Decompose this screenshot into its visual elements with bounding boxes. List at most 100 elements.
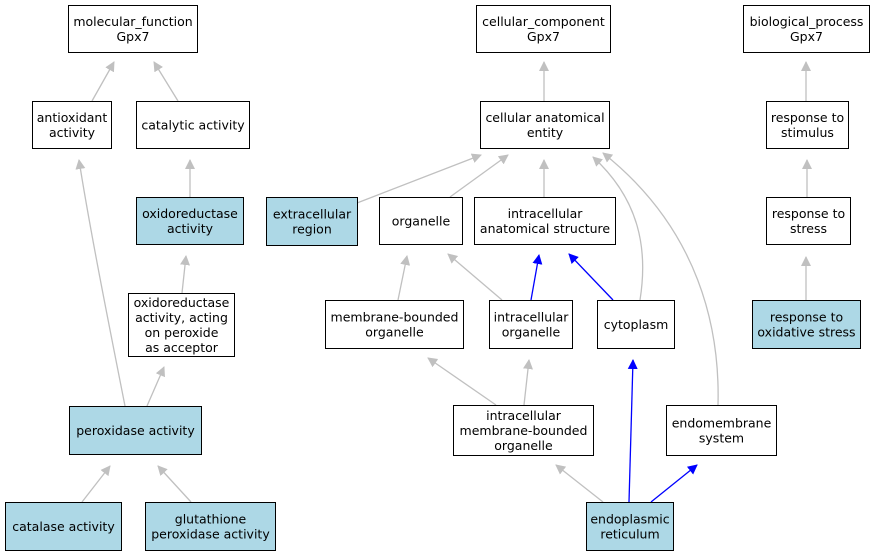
node-label-line: peroxidase activity xyxy=(151,527,270,542)
node-label-line: organelle xyxy=(392,214,451,229)
node-label-line: membrane-bounded xyxy=(460,423,588,438)
node-box xyxy=(597,300,675,349)
node-organelle[interactable]: organelle xyxy=(379,197,463,245)
edge-line xyxy=(427,357,497,406)
edge-line xyxy=(449,154,509,198)
node-label-line: extracellular xyxy=(273,207,352,222)
node-label-line: endoplasmic xyxy=(590,512,669,527)
node-label-line: response to xyxy=(771,110,844,125)
node-label-line: peroxidase activity xyxy=(76,423,195,438)
edge-line xyxy=(75,159,126,407)
node-peroxidase[interactable]: peroxidase activity xyxy=(69,406,202,455)
node-box xyxy=(666,405,777,456)
node-label-line: catalase activity xyxy=(12,519,115,534)
node-label-line: cytoplasm xyxy=(604,317,669,332)
edge-endomembrane-to-cellular-anatomical xyxy=(602,152,719,406)
edge-organelle-to-cellular-anatomical xyxy=(449,154,509,198)
node-label-line: stimulus xyxy=(781,125,834,140)
node-box xyxy=(474,197,616,245)
edge-line xyxy=(523,359,533,406)
node-box xyxy=(69,406,202,455)
edge-er-to-intra-membrane-bounded xyxy=(555,464,604,503)
node-label-line: molecular_function xyxy=(73,14,192,29)
edge-glutathione-to-peroxidase xyxy=(157,465,192,503)
nodes-layer: molecular_functionGpx7antioxidantactivit… xyxy=(5,5,870,551)
node-label-line: organelle xyxy=(494,438,553,453)
node-label-line: oxidative stress xyxy=(757,325,855,340)
edge-line xyxy=(356,153,482,204)
node-box xyxy=(136,197,244,245)
node-label-line: organelle xyxy=(365,325,424,340)
node-label-line: intracellular xyxy=(508,206,584,221)
node-catalytic[interactable]: catalytic activity xyxy=(136,101,250,149)
node-label-line: response to xyxy=(770,310,843,325)
node-label-line: Gpx7 xyxy=(117,29,150,44)
node-label-line: as acceptor xyxy=(145,340,219,355)
node-box xyxy=(145,502,276,551)
node-box xyxy=(453,405,594,456)
node-label-line: antioxidant xyxy=(37,110,108,125)
edge-antioxidant-to-molecular-function xyxy=(91,61,115,102)
node-label-line: cellular anatomical xyxy=(485,110,604,125)
edge-intra-membrane-bounded-to-membrane-bounded xyxy=(427,357,497,406)
node-label-line: response to xyxy=(772,206,845,221)
node-label-line: intracellular xyxy=(494,310,570,325)
edge-line xyxy=(602,152,719,406)
node-box xyxy=(586,502,674,551)
edge-oxido-peroxide-to-oxidoreductase xyxy=(180,255,191,294)
node-box xyxy=(766,101,849,149)
node-box xyxy=(325,300,464,349)
edge-peroxidase-to-antioxidant xyxy=(75,159,126,407)
edge-extracellular-to-cellular-anatomical xyxy=(356,153,482,204)
edge-line xyxy=(447,253,503,301)
node-label-line: anatomical structure xyxy=(480,221,610,236)
edge-er-to-cytoplasm xyxy=(627,359,638,503)
edge-cytoplasm-to-cellular-anatomical xyxy=(592,156,644,301)
node-box xyxy=(32,101,112,149)
node-box xyxy=(68,5,198,53)
node-catalase[interactable]: catalase activity xyxy=(5,502,122,551)
node-label-line: activity xyxy=(167,221,214,236)
node-box xyxy=(266,197,358,246)
node-label-line: entity xyxy=(527,125,564,140)
node-cytoplasm[interactable]: cytoplasm xyxy=(597,300,675,349)
node-box xyxy=(743,5,870,53)
node-label-line: Gpx7 xyxy=(790,29,823,44)
edge-membrane-bounded-to-organelle xyxy=(397,255,411,301)
edge-line xyxy=(180,255,191,294)
node-label-line: stress xyxy=(790,221,827,236)
edge-line xyxy=(555,464,604,503)
node-label-line: oxidoreductase xyxy=(134,295,230,310)
edge-line xyxy=(592,156,644,301)
node-label-line: membrane-bounded xyxy=(331,310,459,325)
node-label-line: glutathione xyxy=(175,512,247,527)
node-label-line: organelle xyxy=(502,325,561,340)
node-box xyxy=(766,197,851,245)
node-label-line: activity, acting xyxy=(135,310,228,325)
edge-catalytic-to-molecular-function xyxy=(153,61,179,102)
edges-layer xyxy=(75,61,812,503)
node-label-line: system xyxy=(699,431,744,446)
node-label-line: reticulum xyxy=(600,527,659,542)
edge-peroxidase-to-oxido-peroxide xyxy=(146,366,165,407)
node-box xyxy=(379,197,463,245)
